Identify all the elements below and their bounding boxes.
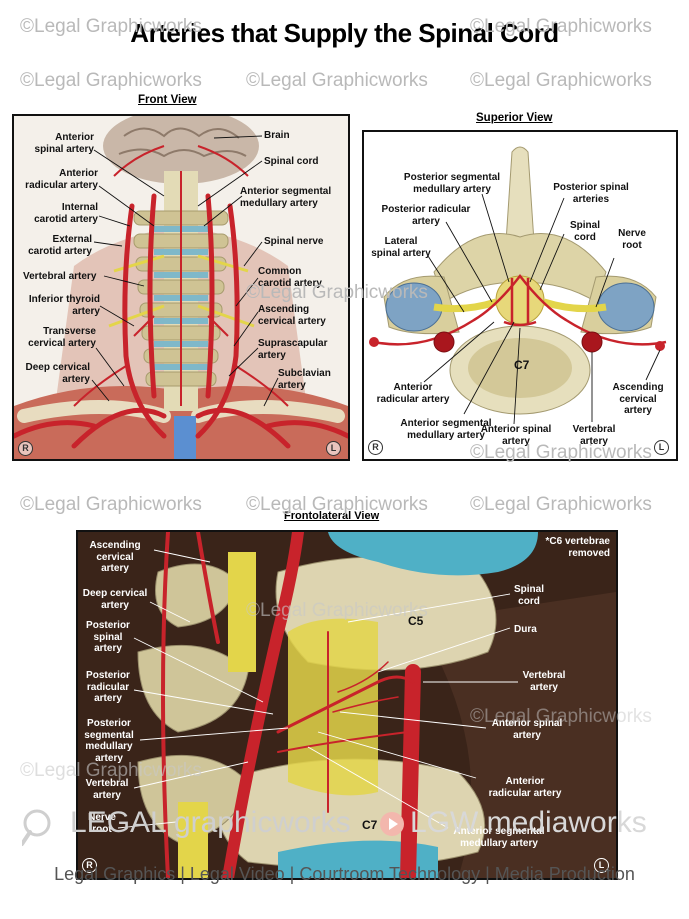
label-ascending-cervical-artery: Ascending cervical artery — [258, 304, 326, 327]
watermark: ©Legal Graphicworks — [20, 16, 202, 37]
frontolateral-view-illustration — [78, 532, 616, 878]
front-view-title: Front View — [138, 94, 197, 106]
corner-right-marker-frontolateral: R — [82, 858, 97, 873]
label-anterior-spinal-artery: Anterior spinal artery — [34, 132, 94, 155]
label-posterior-spinal-artery-frontolateral: Posterior spinal artery — [86, 620, 130, 654]
front-view-panel: Anterior spinal artery Anterior radicula… — [12, 114, 350, 461]
watermark: ©Legal Graphicworks — [470, 16, 652, 37]
label-vertebral-artery-right-frontolateral: Vertebral artery — [522, 670, 566, 693]
watermark: ©Legal Graphicworks — [470, 706, 652, 727]
brand-left: LEGAL graphicworks — [70, 806, 351, 839]
label-posterior-segmental-medullary-artery: Posterior segmental medullary artery — [403, 172, 501, 195]
label-ascending-cervical-artery-frontolateral: Ascending cervical artery — [89, 540, 141, 574]
label-internal-carotid-artery: Internal carotid artery — [34, 202, 98, 225]
label-anterior-segmental-medullary-artery-superior: Anterior segmental medullary artery — [400, 418, 492, 441]
page-title: Arteries that Supply the Spinal Cord — [130, 18, 559, 48]
watermark: ©Legal Graphicworks — [470, 494, 652, 515]
label-c5: C5 — [408, 614, 424, 628]
label-posterior-spinal-arteries: Posterior spinal arteries — [553, 182, 629, 205]
corner-right-marker: R — [18, 441, 33, 456]
magnifier-icon — [20, 808, 56, 846]
watermark: ©Legal Graphicworks — [246, 494, 428, 515]
label-vertebral-artery-superior: Vertebral artery — [572, 424, 616, 447]
play-icon — [380, 812, 404, 836]
label-c7-superior: C7 — [514, 358, 530, 372]
label-anterior-radicular-artery: Anterior radicular artery — [25, 168, 98, 191]
corner-right-marker-superior: R — [368, 440, 383, 455]
frontolateral-view-title: Frontolateral View — [284, 510, 380, 522]
corner-left-marker-superior: L — [654, 440, 669, 455]
label-vertebral-artery: Vertebral artery — [23, 271, 97, 282]
corner-left-marker: L — [326, 441, 341, 456]
label-vertebral-artery-frontolateral: Vertebral artery — [85, 778, 129, 801]
watermark: ©Legal Graphicworks — [20, 70, 202, 91]
watermark: ©Legal Graphicworks — [246, 600, 428, 621]
label-deep-cervical-artery-frontolateral: Deep cervical artery — [82, 588, 148, 611]
label-spinal-cord: Spinal cord — [264, 156, 319, 167]
note-c6-removed: *C6 vertebrae removed — [545, 536, 610, 559]
watermark: ©Legal Graphicworks — [470, 70, 652, 91]
label-anterior-radicular-artery-frontolateral: Anterior radicular artery — [488, 776, 562, 799]
label-transverse-cervical-artery: Transverse cervical artery — [28, 326, 96, 349]
watermark: ©Legal Graphicworks — [246, 70, 428, 91]
label-spinal-nerve: Spinal nerve — [264, 236, 324, 247]
label-anterior-segmental-medullary-artery-frontolateral: Anterior segmental medullary artery — [453, 826, 545, 849]
label-anterior-segmental-medullary-artery: Anterior segmental medullary artery — [240, 186, 332, 209]
label-spinal-cord-superior: Spinal cord — [569, 220, 600, 243]
label-anterior-spinal-artery-frontolateral: Anterior spinal artery — [491, 718, 563, 741]
label-nerve-root-superior: Nerve root — [618, 228, 646, 251]
label-anterior-radicular-artery-superior: Anterior radicular artery — [376, 382, 450, 405]
label-deep-cervical-artery: Deep cervical artery — [25, 362, 91, 385]
footer-tagline: Legal Graphics | Legal Video | Courtroom… — [54, 864, 635, 884]
label-c7-frontolateral: C7 — [362, 818, 378, 832]
superior-view-title: Superior View — [476, 112, 553, 124]
label-posterior-radicular-artery: Posterior radicular artery — [381, 204, 471, 227]
label-ascending-cervical-artery-superior: Ascending cervical artery — [612, 382, 664, 416]
label-subclavian-artery: Subclavian artery — [278, 368, 331, 391]
frontolateral-view-leader-lines — [117, 549, 518, 829]
label-lateral-spinal-artery: Lateral spinal artery — [371, 236, 431, 259]
label-spinal-cord-frontolateral: Spinal cord — [513, 584, 544, 607]
superior-view-illustration — [369, 146, 667, 415]
watermark: ©Legal Graphicworks — [470, 442, 652, 463]
corner-left-marker-frontolateral: L — [594, 858, 609, 873]
watermark: ©Legal Graphicworks — [20, 494, 202, 515]
brand-right: LGW mediaworks — [410, 806, 647, 839]
superior-view-leader-lines — [423, 193, 661, 425]
label-external-carotid-artery: External carotid artery — [28, 234, 92, 257]
label-anterior-spinal-artery-superior: Anterior spinal artery — [480, 424, 552, 447]
label-posterior-radicular-artery-frontolateral: Posterior radicular artery — [86, 670, 130, 704]
label-suprascapular-artery: Suprascapular artery — [258, 338, 328, 361]
watermark: ©Legal Graphicworks — [246, 282, 428, 303]
watermark: ©Legal Graphicworks — [20, 760, 202, 781]
label-nerve-root-frontolateral: Nerve root — [88, 812, 116, 835]
superior-view-panel: Posterior segmental medullary artery Pos… — [362, 130, 678, 461]
front-view-leader-lines — [91, 135, 279, 407]
label-brain: Brain — [264, 130, 290, 141]
frontolateral-view-panel: Ascending cervical artery Deep cervical … — [76, 530, 618, 880]
label-common-carotid-artery: Common carotid artery — [258, 266, 322, 289]
label-inferior-thyroid-artery: Inferior thyroid artery — [28, 294, 100, 317]
label-dura: Dura — [514, 624, 537, 635]
label-posterior-segmental-medullary-artery-frontolateral: Posterior segmental medullary artery — [84, 718, 134, 764]
